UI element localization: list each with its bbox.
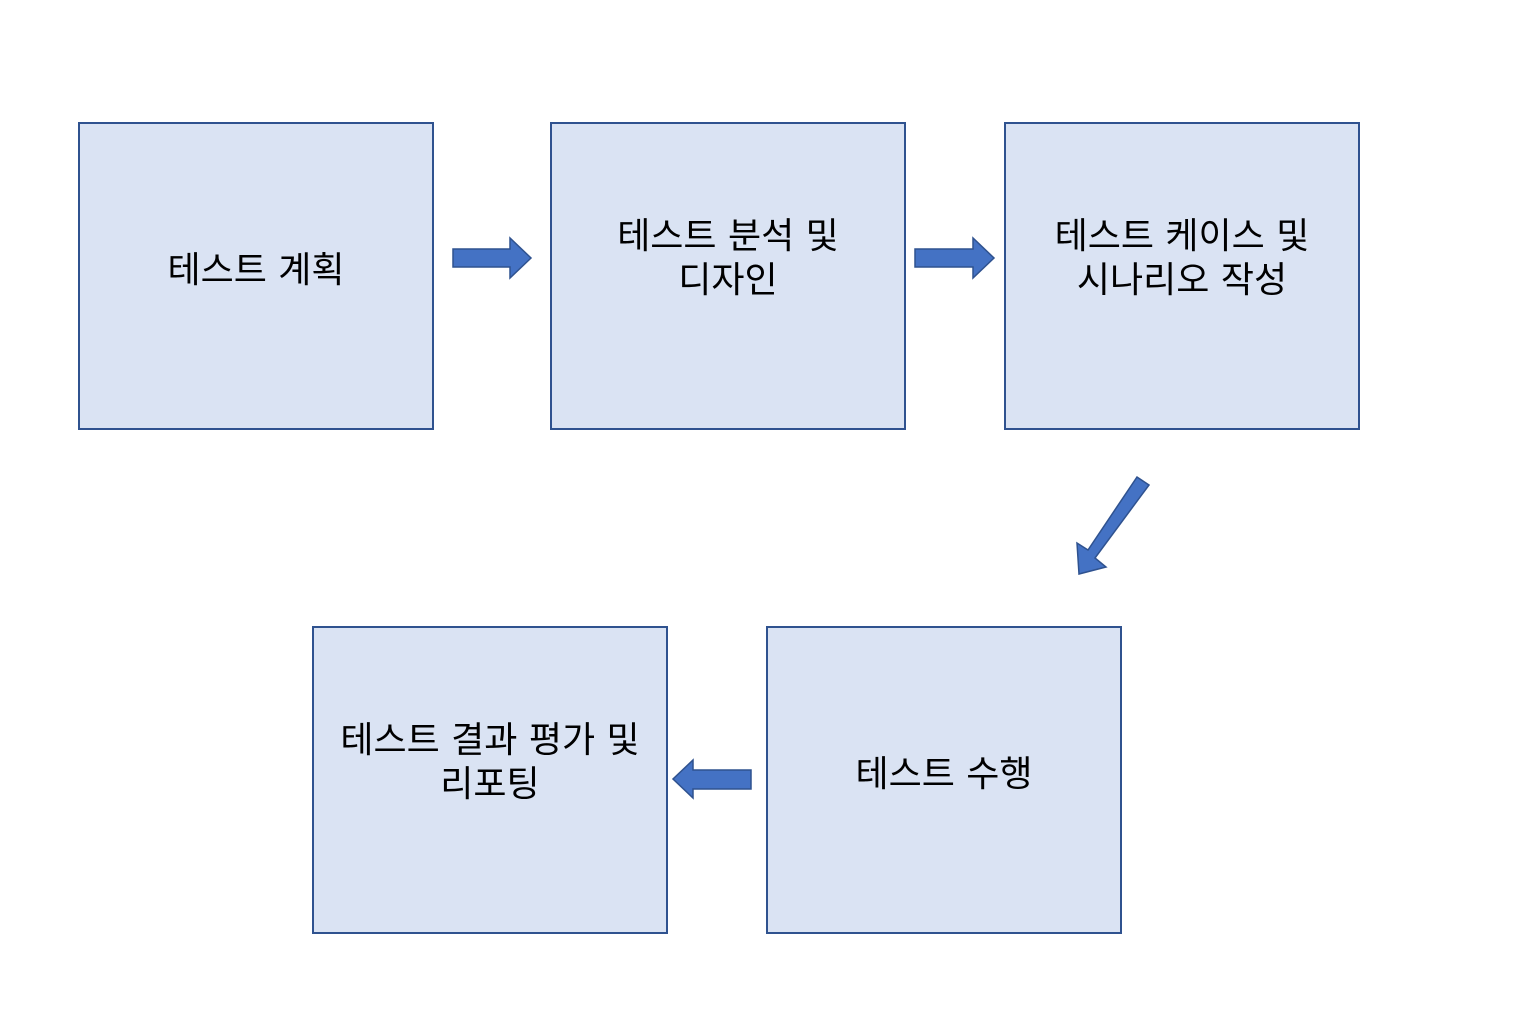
step-label: 테스트 수행 xyxy=(855,754,1033,795)
arrow-right-icon xyxy=(914,236,996,280)
step-label: 테스트 결과 평가 및 리포팅 xyxy=(340,720,640,805)
arrow-down-left-icon xyxy=(1076,475,1151,575)
step-label: 테스트 분석 및 디자인 xyxy=(617,216,839,301)
arrow-right-icon xyxy=(452,236,533,280)
step-box-test-planning: 테스트 계획 xyxy=(78,122,434,430)
arrow-left-icon xyxy=(671,758,752,800)
step-box-test-execution: 테스트 수행 xyxy=(766,626,1122,934)
step-box-test-reporting: 테스트 결과 평가 및 리포팅 xyxy=(312,626,668,934)
step-box-test-analysis-design: 테스트 분석 및 디자인 xyxy=(550,122,906,430)
step-label: 테스트 케이스 및 시나리오 작성 xyxy=(1054,216,1310,301)
step-box-test-case-scenario: 테스트 케이스 및 시나리오 작성 xyxy=(1004,122,1360,430)
step-label: 테스트 계획 xyxy=(167,250,345,291)
